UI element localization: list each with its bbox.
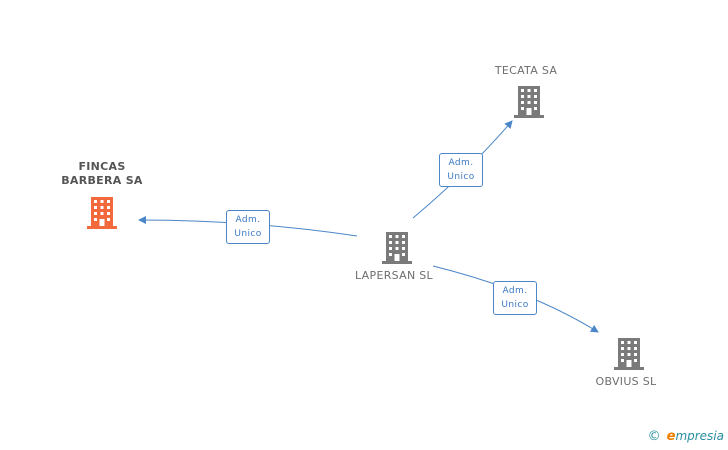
building-icon <box>514 86 544 118</box>
edge-label-line: Adm. <box>448 158 474 168</box>
node-label-line: LAPERSAN SL <box>355 269 433 282</box>
brand-e: e <box>666 429 676 444</box>
edge-label-line: Unico <box>501 300 529 310</box>
node-label-line: TECATA SA <box>494 64 558 77</box>
edge-label-line: Adm. <box>235 215 261 225</box>
building-icon <box>382 232 412 264</box>
edge-label-obvius[interactable]: Adm. Unico <box>493 281 537 315</box>
node-label-line: BARBERA SA <box>61 174 143 187</box>
brand-name: mpresia <box>675 429 724 443</box>
edge-label-line: Unico <box>447 172 475 182</box>
node-label-line: FINCAS <box>78 160 126 173</box>
edge-label-tecata[interactable]: Adm. Unico <box>439 153 483 187</box>
building-icon <box>614 338 644 370</box>
building-icon <box>87 197 117 229</box>
empresia-logo[interactable]: © empresia <box>648 429 724 444</box>
node-label-line: OBVIUS SL <box>595 375 657 388</box>
copyright-icon: © <box>647 429 661 444</box>
edge-label-line: Adm. <box>502 286 528 296</box>
edge-label-line: Unico <box>234 229 262 239</box>
edge-label-fincas[interactable]: Adm. Unico <box>226 210 270 244</box>
